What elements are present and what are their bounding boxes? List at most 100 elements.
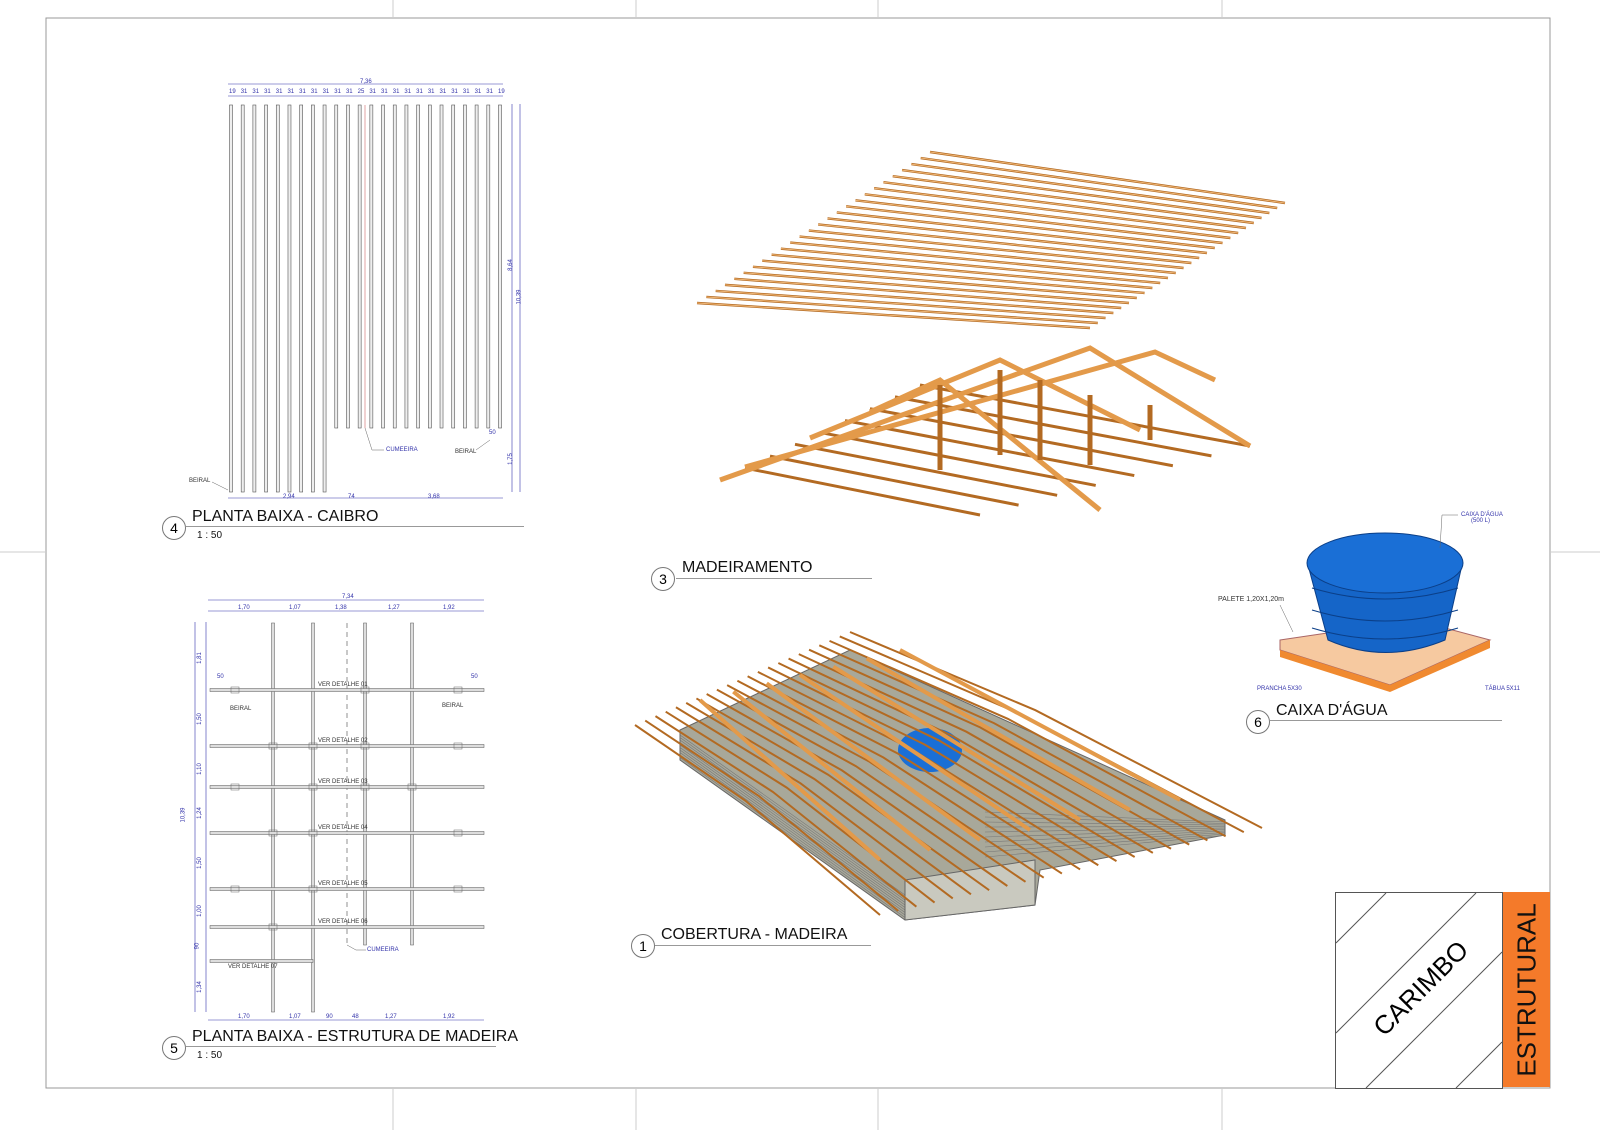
- rafter: [486, 104, 491, 429]
- label-beiral-left-5: BEIRAL: [230, 706, 252, 712]
- dim-top-11: 31: [345, 89, 353, 95]
- rafter: [788, 657, 1154, 854]
- rafter: [346, 104, 350, 429]
- dim-bottom-6: 1,92: [443, 1014, 455, 1020]
- rafter: [369, 104, 374, 429]
- purlin: [919, 383, 1251, 448]
- block-wall-course: [984, 835, 1226, 858]
- plan-estrutura-drawing: [194, 599, 485, 1021]
- connection-plate: [230, 686, 240, 694]
- rafter: [311, 104, 315, 493]
- dim-total-width-4: 7,36: [360, 79, 372, 85]
- connection-plate: [407, 783, 417, 791]
- label-cumeeira-4: CUMEEIRA: [386, 447, 418, 453]
- dim-bottom-1: 2,94: [283, 494, 295, 500]
- rafter: [299, 104, 303, 493]
- dim-total-width-5: 7,34: [342, 594, 354, 600]
- view-title-madeiramento: MADEIRAMENTO: [682, 559, 813, 576]
- dim-top-14: 31: [381, 89, 388, 95]
- truss-beam: [698, 698, 882, 862]
- madeiramento-3d-view: [696, 150, 1286, 517]
- truss-beam: [798, 673, 1032, 832]
- rafter-highlight: [734, 278, 1122, 309]
- rafter-highlight: [846, 205, 1215, 249]
- view-number-1: 1: [631, 934, 655, 958]
- connection-plate: [230, 783, 240, 791]
- water-tank-3d-view: [1279, 514, 1492, 692]
- label-board: TÁBUA 5X11: [1485, 686, 1520, 692]
- dim-top-4: 31: [264, 89, 271, 95]
- sheet-border: [45, 17, 1551, 1089]
- rafter: [287, 104, 292, 493]
- rafter-highlight: [790, 242, 1169, 279]
- connection-plate: [230, 885, 240, 893]
- label-beiral-right-4: BEIRAL: [455, 449, 477, 455]
- rafter-highlight: [892, 175, 1254, 224]
- rafter: [474, 104, 479, 429]
- view-number-5: 5: [162, 1036, 186, 1060]
- rafter: [334, 104, 339, 429]
- dim-right-total: 10,39: [516, 289, 523, 305]
- purlin: [894, 395, 1212, 458]
- rafter: [416, 104, 420, 429]
- rafter-highlight: [762, 260, 1145, 294]
- rafter: [381, 104, 385, 429]
- truss-beam: [719, 345, 1252, 483]
- rafter: [675, 706, 954, 900]
- rafter-highlight: [818, 223, 1192, 264]
- dim-top-23: 31: [486, 89, 493, 95]
- beam-horizontal: [209, 959, 314, 963]
- connection-plate: [360, 783, 370, 791]
- dim-top-13: 31: [369, 89, 377, 95]
- connection-plate: [308, 885, 318, 893]
- block-wall-course: [984, 830, 1226, 843]
- rafter-highlight: [724, 284, 1114, 314]
- rafter-highlight: [743, 272, 1130, 304]
- leader-line: [346, 944, 366, 951]
- block-wall-course: [679, 749, 906, 911]
- rafter-highlight: [799, 236, 1176, 274]
- connection-plate: [268, 923, 278, 931]
- rafter-highlight: [808, 230, 1184, 269]
- dim-top-1: 19: [229, 89, 236, 95]
- tank-lid: [1306, 532, 1464, 594]
- rafter: [665, 710, 936, 904]
- detail-callout-5: VER DETALHE 05: [318, 881, 368, 887]
- dim-top-24: 19: [498, 89, 505, 95]
- rafter: [654, 715, 918, 908]
- truss-beam: [765, 681, 982, 842]
- dim-left-7: 90: [194, 942, 201, 950]
- leader-line: [364, 427, 384, 451]
- connection-plate: [453, 885, 463, 893]
- view-number-3: 3: [651, 567, 675, 591]
- rafter-highlight: [780, 248, 1161, 284]
- dim-bottom-1: 1,70: [238, 1014, 250, 1020]
- rafter: [747, 675, 1081, 871]
- rafter-highlight: [864, 193, 1231, 239]
- rafter: [695, 697, 990, 891]
- view-title-caibro: PLANTA BAIXA - CAIBRO: [192, 508, 379, 525]
- rafter: [634, 724, 881, 916]
- tank-rib: [1311, 627, 1459, 640]
- dim-left-1: 1,81: [196, 652, 203, 664]
- rafter: [275, 104, 280, 493]
- label-pallet: PALETE 1,20X1,20m: [1218, 596, 1285, 603]
- dim-bottom-4: 48: [352, 1014, 359, 1020]
- rafter-highlight: [929, 151, 1286, 204]
- dim-top-12: 25: [357, 89, 365, 95]
- dim-top-5: 31: [275, 89, 283, 95]
- water-tank: [898, 728, 962, 772]
- pallet-side: [1390, 640, 1490, 692]
- label-cumeeira-5: CUMEEIRA: [367, 947, 399, 953]
- dim-top-6: 31: [287, 89, 295, 95]
- rafter: [498, 104, 502, 429]
- connection-plate: [453, 829, 463, 837]
- dim-top-4: 1,27: [388, 605, 400, 611]
- pallet-side: [1280, 650, 1390, 692]
- leader-line: [211, 481, 229, 491]
- dim-eave-left-5: 50: [217, 674, 224, 680]
- rafter-highlight: [883, 181, 1247, 229]
- connection-plate: [453, 742, 463, 750]
- connection-plate: [308, 783, 318, 791]
